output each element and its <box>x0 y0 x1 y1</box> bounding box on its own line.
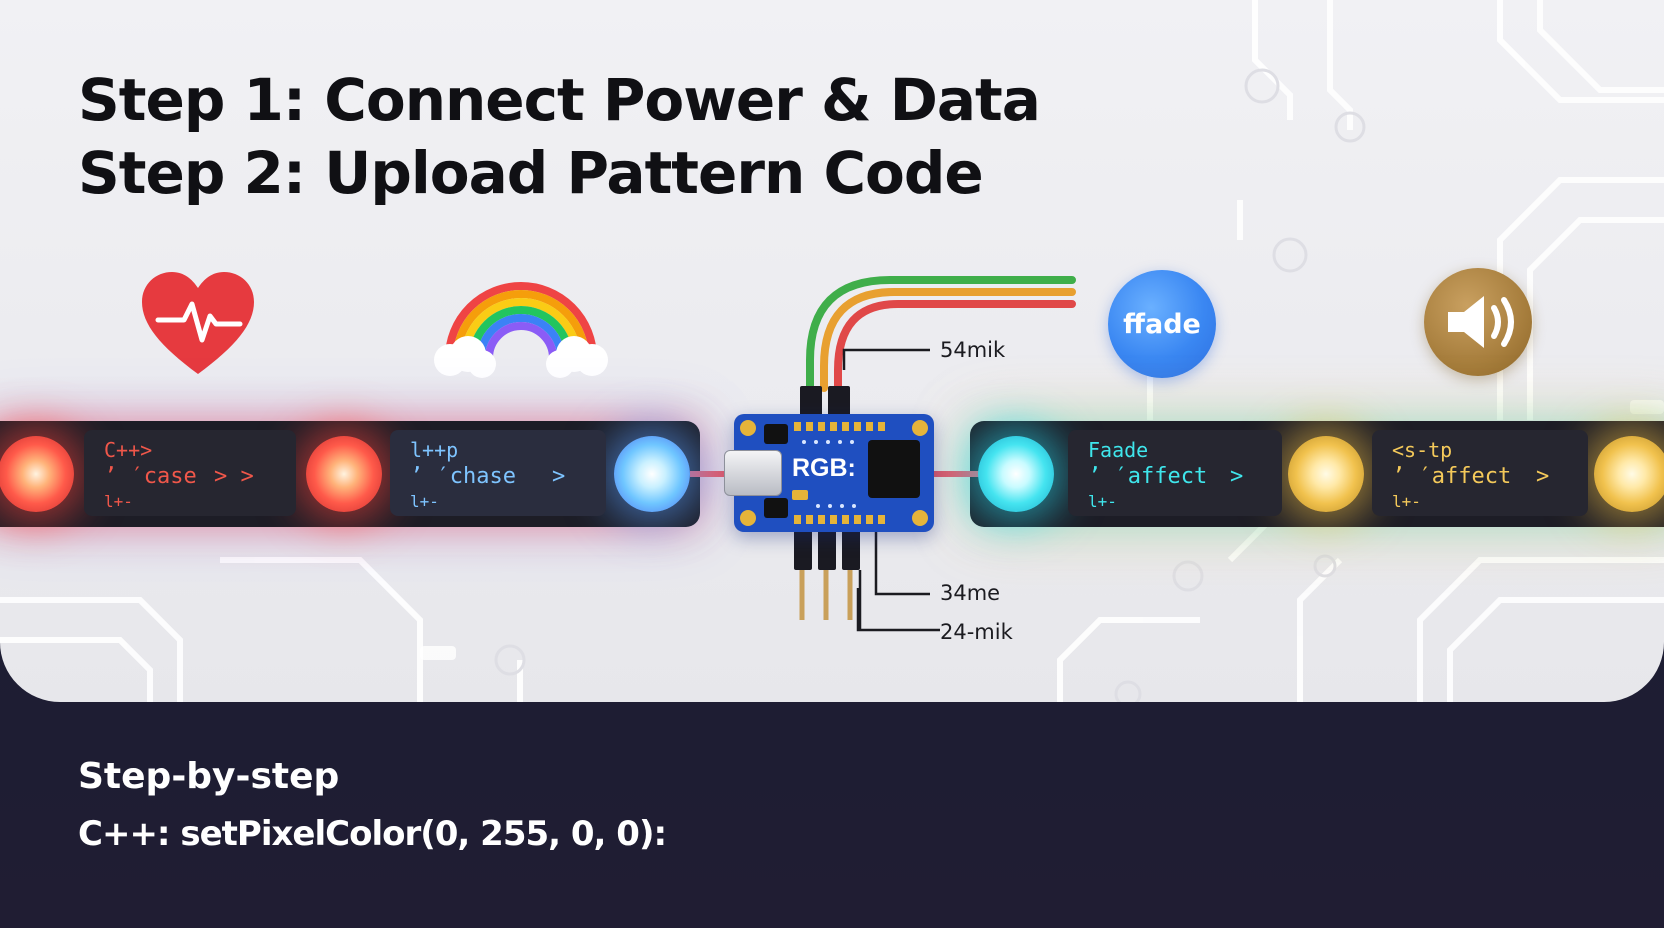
code-line: l++p <box>410 438 459 462</box>
fade-badge: ffade <box>1108 270 1216 378</box>
title-step-2: Step 2: Upload Pattern Code <box>78 139 984 207</box>
code-line: ʼ ′chase <box>410 464 516 489</box>
illustration-panel: Step 1: Connect Power & Data Step 2: Upl… <box>0 0 1664 702</box>
microcontroller-chip <box>868 440 920 498</box>
code-line: ʼ ′affect <box>1392 464 1512 489</box>
chevron-right-icon: > <box>1536 464 1550 489</box>
rainbow-icon <box>434 282 608 378</box>
controller-board: RGB: <box>724 414 934 532</box>
circuit-traces <box>0 0 1664 702</box>
code-line: l+- <box>1392 492 1421 511</box>
led-blue <box>614 436 690 512</box>
code-line: l+- <box>1088 492 1117 511</box>
callout-label-3: 24-mik <box>940 620 1013 644</box>
code-snippet-1: C++> ʼ ′case l+- > > <box>84 430 296 516</box>
code-snippet-3: Faade ʼ ′affect l+- > <box>1068 430 1282 516</box>
led-gold-2 <box>1594 436 1664 512</box>
code-snippet-4: <s-tp ʼ ′affect l+- > <box>1372 430 1588 516</box>
callout-label-1: 54mik <box>940 338 1006 362</box>
led-cyan <box>978 436 1054 512</box>
led-gold-1 <box>1288 436 1364 512</box>
speaker-badge <box>1424 268 1532 376</box>
code-line: l+- <box>410 492 439 511</box>
led-red-1 <box>0 436 74 512</box>
code-line: <s-tp <box>1392 438 1453 462</box>
wire-bundle <box>794 276 1076 630</box>
chevron-right-icon: > <box>1230 464 1244 489</box>
code-line: l+- <box>104 492 133 511</box>
code-line: ʼ ′affect <box>1088 464 1208 489</box>
callout-lines <box>856 588 940 632</box>
footer-code: C++: setPixelColor(0, 255, 0, 0): <box>78 814 667 854</box>
code-line: Faade <box>1088 438 1149 462</box>
code-line: C++> <box>104 438 153 462</box>
chevron-right-icon: > <box>552 464 566 489</box>
board-pads <box>740 420 928 526</box>
chip-small <box>764 498 788 518</box>
led-red-2 <box>306 436 382 512</box>
usb-port <box>724 450 782 496</box>
title-step-1: Step 1: Connect Power & Data <box>78 66 1041 134</box>
code-snippet-2: l++p ʼ ′chase l+- > <box>390 430 606 516</box>
footer-title: Step-by-step <box>78 756 340 797</box>
board-label: RGB: <box>792 454 856 482</box>
speaker-icon <box>1448 296 1514 348</box>
fade-badge-label: ffade <box>1123 308 1201 340</box>
heart-pulse-icon <box>142 272 254 374</box>
code-line: ʼ ′case <box>104 464 197 489</box>
chevron-right-icon: > > <box>214 464 254 489</box>
callout-label-2: 34me <box>940 581 1001 605</box>
chip-small <box>764 424 788 444</box>
